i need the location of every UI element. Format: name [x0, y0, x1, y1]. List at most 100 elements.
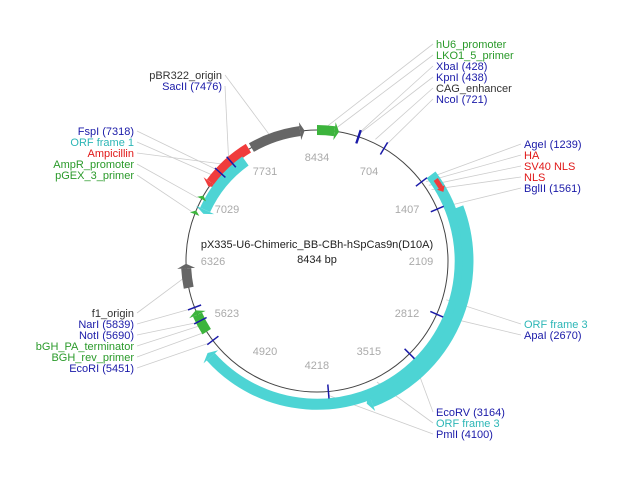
map-label-24: NarI (5839): [78, 319, 134, 331]
leader-8: [336, 54, 434, 128]
leader-12: [385, 98, 434, 146]
map-label-14: HA: [524, 150, 540, 162]
map-label-16: NLS: [524, 172, 545, 184]
site-mark-10: [187, 304, 202, 311]
site-mark-6: [430, 205, 444, 213]
site-mark-3: [355, 130, 362, 144]
tick-label-3515: 3515: [357, 346, 381, 358]
leader-27: [136, 332, 203, 358]
feature-arc-2: [200, 156, 249, 213]
leader-9: [359, 65, 434, 134]
map-label-18: ORF frame 3: [524, 319, 588, 331]
site-marks: [187, 129, 444, 399]
leader-3: [136, 141, 213, 176]
leader-23: [136, 278, 184, 314]
leader-14: [426, 154, 522, 182]
feature-arcs: [177, 122, 474, 411]
leader-2: [136, 130, 218, 171]
feature-arc-6: [192, 312, 211, 335]
leader-7: [326, 43, 434, 127]
feature-arc-7: [433, 177, 444, 189]
map-label-17: BglII (1561): [524, 183, 581, 195]
site-mark-5: [415, 177, 428, 187]
map-label-5: AmpR_promoter: [53, 159, 134, 171]
map-label-2: FspI (7318): [78, 126, 134, 138]
tick-label-1407: 1407: [395, 204, 419, 216]
tick-label-4920: 4920: [253, 346, 277, 358]
map-label-3: ORF frame 1: [70, 137, 134, 149]
feature-arrow-1: [203, 177, 219, 188]
feature-arrow-5: [177, 263, 196, 269]
map-label-15: SV40 NLS: [524, 161, 575, 173]
leader-16: [431, 176, 522, 190]
map-label-25: NotI (5690): [79, 330, 134, 342]
plasmid-backbone: [185, 129, 449, 393]
bp-ticks: 704 1407 2109 2812 3515 4218 4920 5623 6326 7029 7…: [201, 152, 433, 372]
map-label-13: AgeI (1239): [524, 139, 581, 151]
leader-1: [224, 85, 229, 159]
primer-mark-3: [201, 326, 210, 333]
map-label-19: ApaI (2670): [524, 330, 581, 342]
site-mark-0: [226, 156, 237, 168]
leader-0: [224, 74, 270, 135]
feature-arc-1: [206, 143, 252, 186]
leader-13: [424, 143, 522, 180]
feature-arrow-8: [366, 392, 376, 411]
map-label-26: bGH_PA_terminator: [36, 341, 135, 353]
map-label-20: EcoRV (3164): [436, 407, 505, 419]
map-label-22: PmlI (4100): [436, 429, 493, 441]
site-mark-4: [379, 142, 389, 155]
map-label-23: f1_origin: [92, 308, 134, 320]
feature-arrow-3: [298, 122, 305, 140]
map-label-12: NcoI (721): [436, 94, 487, 106]
site-mark-12: [206, 335, 219, 346]
map-label-27: BGH_rev_primer: [51, 352, 134, 364]
leader-10: [360, 76, 434, 134]
feature-arc-5: [181, 268, 194, 289]
leader-26: [136, 325, 199, 347]
map-label-8: LKO1_5_primer: [436, 50, 514, 62]
map-label-11: CAG_enhancer: [436, 83, 512, 95]
map-label-7: hU6_promoter: [436, 39, 507, 51]
leader-24: [136, 308, 191, 325]
map-label-4: Ampicillin: [88, 148, 134, 160]
leader-15: [428, 165, 522, 186]
plasmid-name: pX335-U6-Chimeric_BB-CBh-hSpCas9n(D10A): [201, 239, 433, 251]
feature-arc-0: [206, 171, 466, 410]
feature-arc-4: [316, 125, 336, 137]
map-label-9: XbaI (428): [436, 61, 487, 73]
tick-label-704: 704: [360, 166, 378, 178]
feature-arrow-0: [203, 350, 219, 364]
tick-label-2812: 2812: [395, 308, 419, 320]
map-label-21: ORF frame 3: [436, 418, 500, 430]
site-mark-7: [429, 310, 444, 318]
tick-label-7731: 7731: [253, 166, 277, 178]
leader-4: [136, 152, 224, 165]
primer-mark-0: [197, 195, 206, 202]
map-label-1: SacII (7476): [162, 81, 222, 93]
site-mark-9: [327, 384, 330, 399]
map-label-10: KpnI (438): [436, 72, 487, 84]
tick-label-2109: 2109: [409, 256, 433, 268]
tick-label-5623: 5623: [215, 308, 239, 320]
map-label-6: pGEX_3_primer: [55, 170, 134, 182]
tick-label-6326: 6326: [201, 256, 225, 268]
site-mark-1: [214, 167, 226, 178]
leader-5: [136, 163, 198, 199]
tick-label-7029: 7029: [215, 204, 239, 216]
feature-arrow-7: [437, 185, 445, 192]
leader-11: [375, 87, 434, 140]
feature-arc-8: [369, 205, 474, 407]
primer-mark-2: [334, 126, 339, 137]
site-mark-11: [193, 316, 207, 325]
site-mark-8: [404, 348, 416, 360]
map-label-0: pBR322_origin: [149, 70, 222, 82]
leader-6: [136, 174, 192, 212]
feature-arc-3: [248, 126, 301, 152]
site-mark-2: [355, 129, 362, 144]
tick-label-4218: 4218: [305, 360, 329, 372]
feature-arrow-6: [189, 310, 206, 319]
tick-label-8434: 8434: [305, 152, 329, 164]
